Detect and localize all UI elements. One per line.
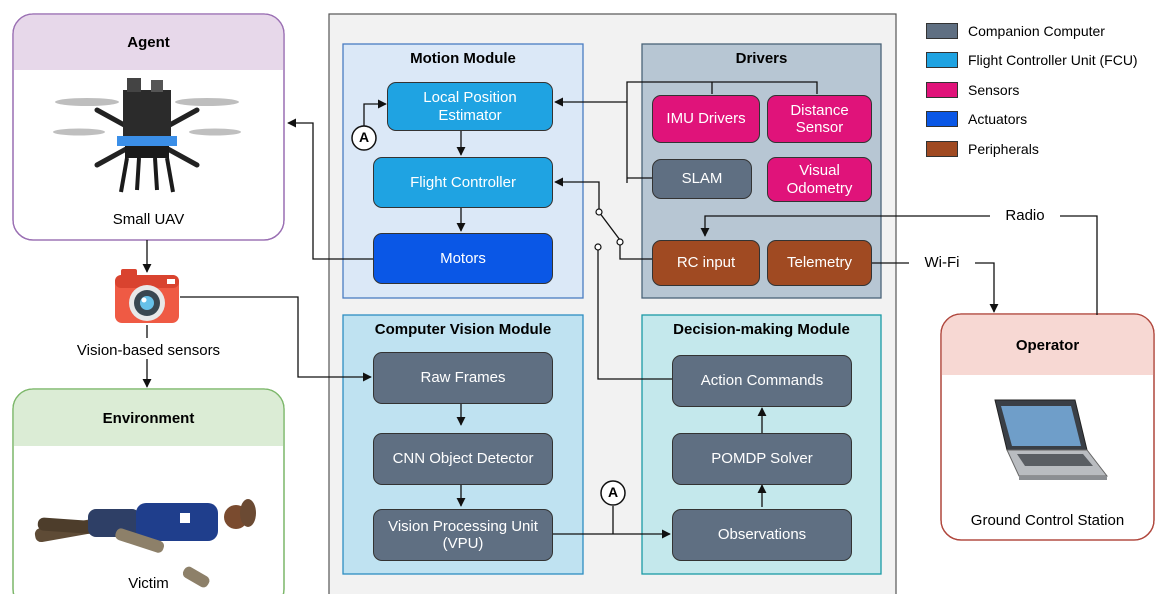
- agent-title: Agent: [127, 34, 170, 51]
- vpu-box: Vision Processing Unit (VPU): [373, 509, 553, 561]
- legend-item-fcu: Flight Controller Unit (FCU): [926, 50, 1138, 70]
- slam-box: SLAM: [652, 159, 752, 199]
- operator-caption: Ground Control Station: [970, 512, 1125, 529]
- connector-a-label: A: [358, 129, 370, 145]
- legend-swatch: [926, 82, 958, 98]
- motion-module-title: Motion Module: [410, 50, 516, 67]
- motors-box: Motors: [373, 233, 553, 284]
- environment-caption: Victim: [128, 575, 169, 592]
- cv-module-title: Computer Vision Module: [374, 321, 552, 338]
- drone-icon: [53, 78, 241, 193]
- decision-module-title: Decision-making Module: [673, 321, 850, 338]
- legend-label: Flight Controller Unit (FCU): [968, 52, 1138, 68]
- operator-title: Operator: [1015, 337, 1080, 354]
- distance-sensor-box: Distance Sensor: [767, 95, 872, 143]
- legend-swatch: [926, 111, 958, 127]
- legend-swatch: [926, 52, 958, 68]
- wifi-label: Wi-Fi: [909, 254, 975, 272]
- legend-swatch: [926, 23, 958, 39]
- laptop-icon: [994, 399, 1109, 480]
- drivers-title: Drivers: [735, 50, 788, 67]
- imu-drivers-box: IMU Drivers: [652, 95, 760, 143]
- legend-label: Actuators: [968, 111, 1028, 127]
- visual-odometry-box: Visual Odometry: [767, 157, 872, 202]
- local-position-estimator-box: Local Position Estimator: [387, 82, 553, 131]
- cnn-object-detector-box: CNN Object Detector: [373, 433, 553, 485]
- agent-caption: Small UAV: [112, 211, 185, 228]
- pomdp-solver-box: POMDP Solver: [672, 433, 852, 485]
- radio-label: Radio: [990, 207, 1060, 225]
- flight-controller-box: Flight Controller: [373, 157, 553, 208]
- connector-a-label: A: [607, 484, 619, 500]
- legend-swatch: [926, 141, 958, 157]
- telemetry-box: Telemetry: [767, 240, 872, 286]
- environment-title: Environment: [102, 410, 195, 427]
- legend-item-peripherals: Peripherals: [926, 139, 1039, 159]
- connector-a-bottom: [600, 480, 626, 506]
- legend-label: Peripherals: [968, 141, 1039, 157]
- legend-label: Sensors: [968, 82, 1020, 98]
- legend-item-companion: Companion Computer: [926, 21, 1105, 41]
- camera-icon: [115, 269, 179, 323]
- camera-caption: Vision-based sensors: [13, 342, 284, 360]
- action-commands-box: Action Commands: [672, 355, 852, 407]
- observations-box: Observations: [672, 509, 852, 561]
- rc-input-box: RC input: [652, 240, 760, 286]
- legend-item-sensors: Sensors: [926, 80, 1019, 100]
- connector-a-top: [351, 125, 377, 151]
- victim-icon: [34, 499, 256, 588]
- legend-item-actuators: Actuators: [926, 109, 1027, 129]
- raw-frames-box: Raw Frames: [373, 352, 553, 404]
- legend-label: Companion Computer: [968, 23, 1105, 39]
